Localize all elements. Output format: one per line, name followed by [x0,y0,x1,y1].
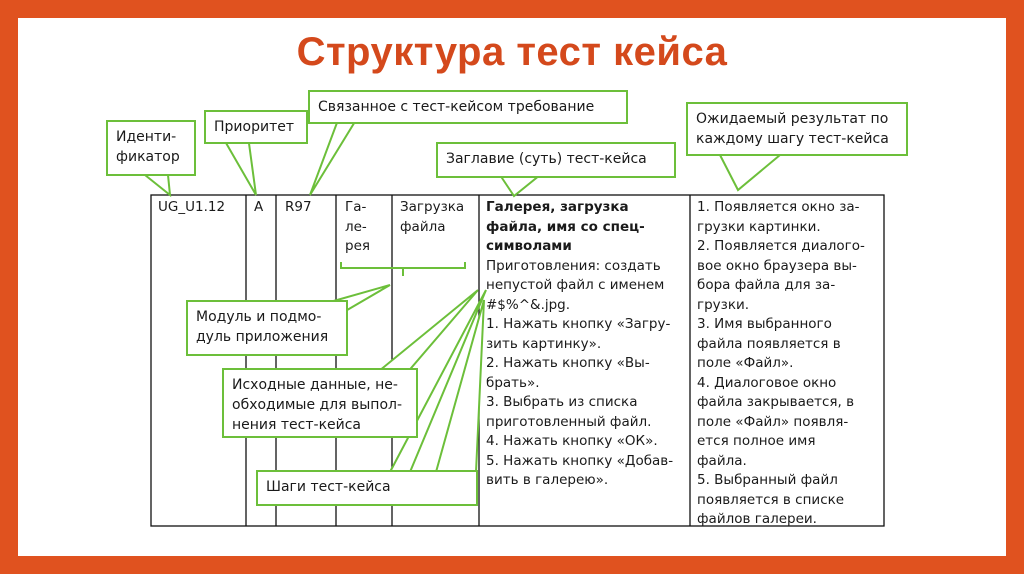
expected-line: вое окно браузера вы- [697,257,857,274]
steps-line: приготовленный файл. [486,413,652,430]
cell-submodule: Загрузка файла [400,198,464,237]
callout-line: Связанное с тест-кейсом требование [318,99,595,115]
cell-priority: A [254,199,264,215]
expected-line: 3. Имя выбранного [697,316,832,332]
steps-line: 4. Нажать кнопку «ОК». [486,433,658,449]
steps-line: 1. Нажать кнопку «Загру- [486,316,671,332]
expected-line: ется полное имя [697,433,816,449]
slide-title: Структура тест кейса [296,30,728,74]
expected-line: 2. Появляется диалого- [697,238,865,254]
callout-line: Исходные данные, не- [232,377,398,393]
expected-line: поле «Файл» появля- [697,413,849,430]
module-line: ле- [345,218,367,235]
callout-priority: Приоритет [204,110,308,144]
module-line: Га- [345,199,367,215]
expected-line: 5. Выбранный файл [697,472,838,488]
expected-line: появляется в списке [697,491,845,508]
callout-line: Приоритет [214,119,294,135]
callout-line: Шаги тест-кейса [266,479,391,495]
callout-line: каждому шагу тест-кейса [696,131,889,147]
callout-line: дуль приложения [196,329,329,345]
steps-line: 5. Нажать кнопку «Добав- [486,452,674,469]
callout-steps: Шаги тест-кейса [256,470,478,506]
title-line: символами [486,238,572,254]
callout-line: фикатор [116,149,180,165]
steps-line: зить картинку». [486,335,602,352]
callout-line: Ожидаемый результат по [696,111,889,127]
callout-module: Модуль и подмо- дуль приложения [186,300,348,356]
submodule-line: Загрузка [400,199,465,215]
callout-line: Модуль и подмо- [196,309,322,325]
steps-line: 2. Нажать кнопку «Вы- [486,355,650,371]
expected-line: бора файла для за- [697,277,836,293]
cell-title-and-steps: Галерея, загрузка файла, имя со спец- си… [486,198,673,491]
callout-expected: Ожидаемый результат по каждому шагу тест… [686,102,908,156]
callout-initial-data: Исходные данные, не- обходимые для выпол… [222,368,418,438]
steps-line: непустой файл с именем [486,277,665,293]
expected-line: грузки картинки. [697,218,821,235]
title-line: файла, имя со спец- [486,218,645,235]
expected-line: файла. [697,452,747,469]
module-line: рея [345,238,370,254]
callout-line: нения тест-кейса [232,417,362,433]
expected-line: файла появляется в [697,335,841,352]
expected-line: поле «Файл». [697,355,794,371]
expected-line: файла закрывается, в [697,394,855,410]
callout-identifier: Иденти- фикатор [106,120,196,176]
steps-line: вить в галерею». [486,472,609,488]
cell-requirement: R97 [285,199,312,215]
callout-line: Иденти- [116,129,177,145]
steps-line: 3. Выбрать из списка [486,394,638,410]
expected-line: 1. Появляется окно за- [697,199,860,215]
cell-expected-result: 1. Появляется окно за- грузки картинки. … [697,198,865,530]
callout-line: Заглавие (суть) тест-кейса [446,151,647,167]
expected-line: файлов галереи. [697,511,817,527]
title-line: Галерея, загрузка [486,199,629,215]
steps-line: #$%^&.jpg. [486,296,571,313]
expected-line: 4. Диалоговое окно [697,374,837,391]
expected-line: грузки. [697,296,750,313]
steps-line: брать». [486,374,540,391]
cell-module: Га- ле- рея [345,198,370,257]
callout-requirement: Связанное с тест-кейсом требование [308,90,628,124]
submodule-line: файла [400,218,446,235]
callout-title: Заглавие (суть) тест-кейса [436,142,676,178]
callout-line: обходимые для выпол- [232,397,403,413]
steps-line: Приготовления: создать [486,257,661,274]
cell-identifier: UG_U1.12 [158,199,226,215]
